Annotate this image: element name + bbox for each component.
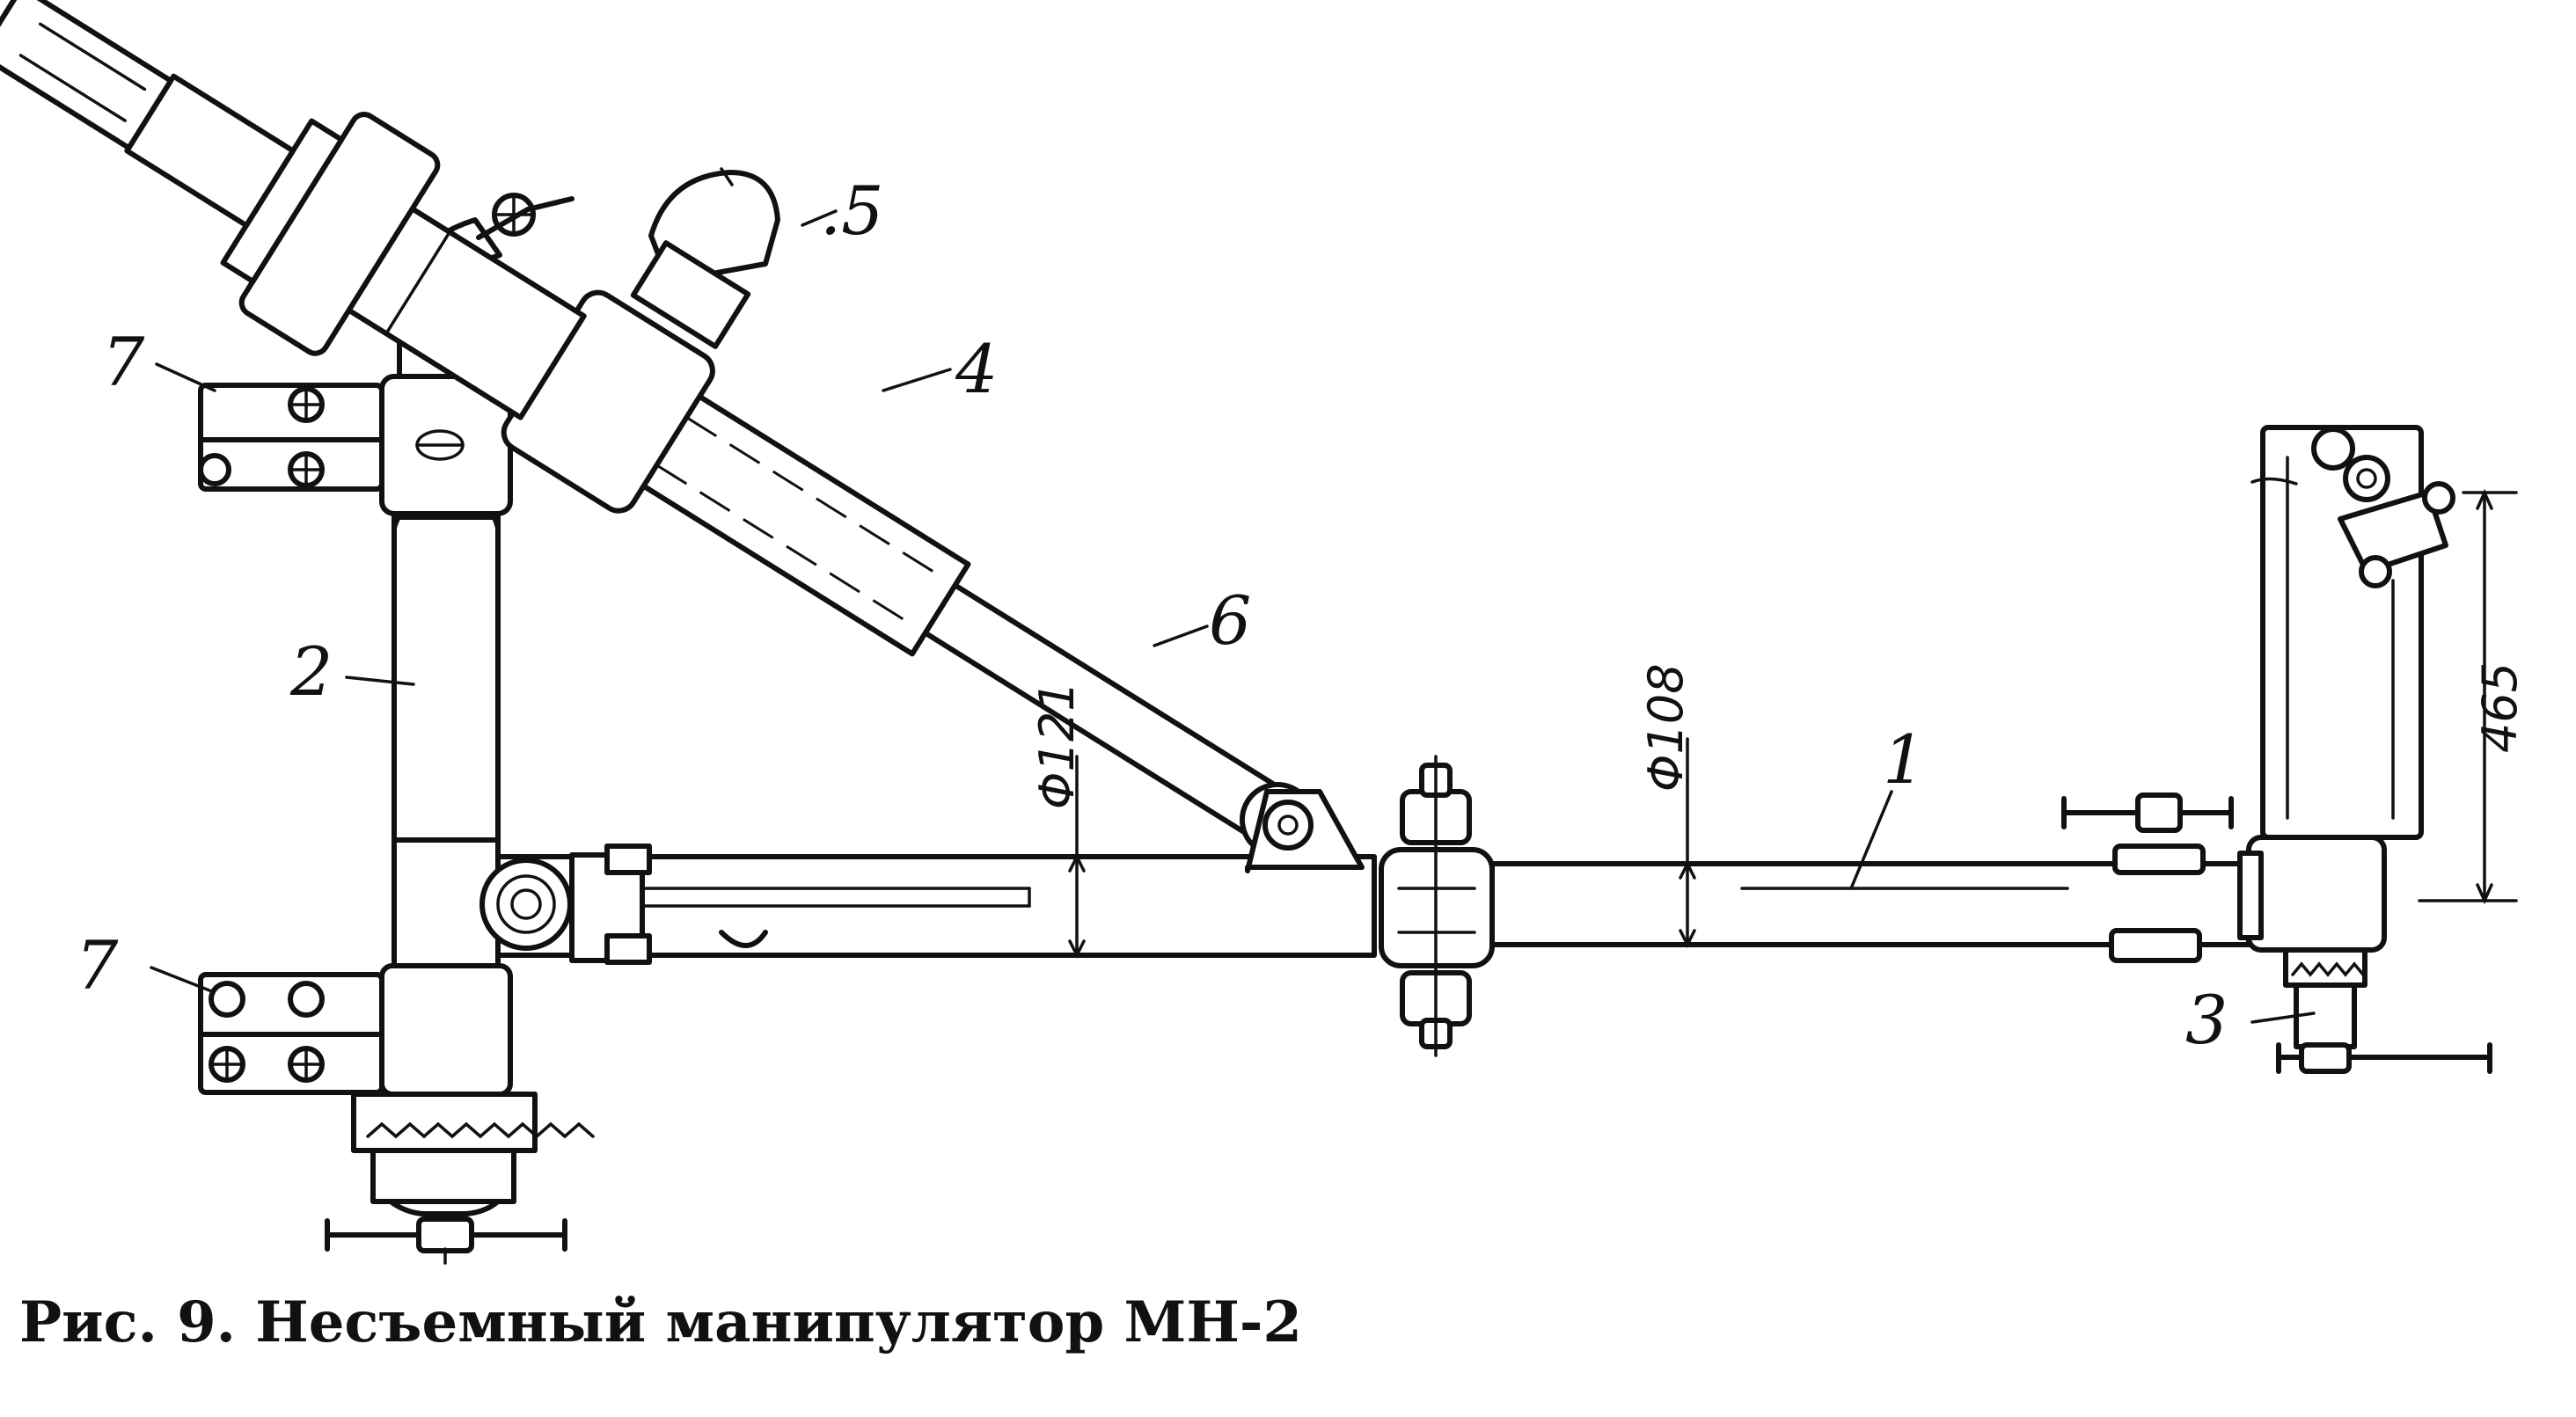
dim-d121: Φ121	[1029, 681, 1085, 809]
figure-caption: Рис. 9. Несъемный манипулятор МН-2	[19, 1289, 1302, 1355]
clamp-bracket-lower	[198, 972, 384, 1095]
upper-joint	[476, 193, 574, 240]
right-grip-part-3	[2061, 425, 2492, 1074]
clamp-bracket-upper	[198, 383, 384, 492]
callout-3: 3	[2185, 981, 2228, 1059]
horizontal-boom-part-1	[479, 755, 2251, 1057]
callout-7-lower: 7	[76, 926, 119, 1004]
leader-lines	[150, 209, 2316, 1024]
dimension-lines	[1068, 488, 2518, 959]
callout-7-upper: 7	[102, 323, 145, 401]
callout-6: 6	[1209, 581, 1251, 660]
head-part-5	[630, 167, 780, 349]
dim-d108: Φ108	[1638, 663, 1694, 792]
callout-1: 1	[1883, 720, 1925, 799]
dim-h465: 465	[2472, 662, 2528, 753]
callout-2: 2	[289, 632, 333, 711]
callout-5: .5	[820, 172, 884, 250]
callout-4: 4	[955, 330, 998, 408]
diagonal-arm-assembly	[0, 0, 1315, 858]
